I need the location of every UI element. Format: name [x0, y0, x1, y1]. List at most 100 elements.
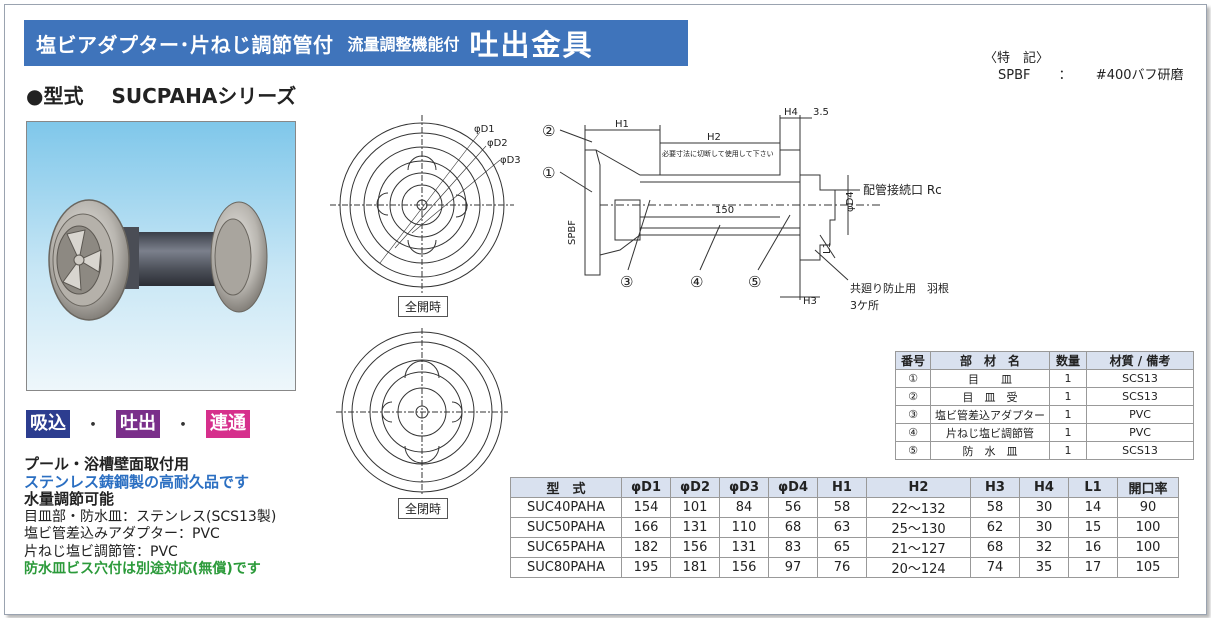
parts-cell: PVC — [1086, 405, 1194, 424]
spec-cell: 166 — [621, 517, 671, 538]
label-anti-rotate-1: 共廻り防止用 羽根 — [850, 281, 949, 295]
parts-cell: 1 — [1049, 423, 1087, 442]
label-h3: H3 — [803, 296, 817, 307]
notes-heading: 〈特 記〉 — [984, 51, 1050, 66]
label-h1: H1 — [615, 119, 629, 130]
label-35: 3.5 — [813, 107, 829, 118]
spec-cell: 21～127 — [866, 537, 971, 558]
title-subtitle: 塩ビアダプター･片ねじ調節管付 — [36, 32, 334, 57]
model-bullet: ●型式 — [26, 84, 84, 108]
spec-cell: 30 — [1019, 497, 1069, 518]
spec-cell: SUC40PAHA — [510, 497, 622, 518]
callout-5: ⑤ — [748, 273, 761, 291]
spec-cell: 30 — [1019, 517, 1069, 538]
table-row: ④ 片ねじ塩ビ調節管 1 PVC — [895, 423, 1194, 442]
callout-1: ① — [542, 164, 555, 182]
spec-col-l1: L1 — [1068, 477, 1118, 498]
table-row: ② 目 皿 受 1 SCS13 — [895, 387, 1194, 406]
desc-line-3: 水量調節可能 — [24, 490, 115, 508]
parts-col-qty: 数量 — [1049, 351, 1087, 370]
product-description: プール・浴槽壁面取付用 ステンレス鋳鋼製の高耐久品です 水量調節可能 目皿部・防… — [24, 455, 277, 579]
parts-cell: PVC — [1086, 423, 1194, 442]
spec-cell: 56 — [768, 497, 818, 518]
parts-cell: 1 — [1049, 441, 1087, 460]
spec-cell: 68 — [768, 517, 818, 538]
usage-tags: 吸込 ・ 吐出 ・ 連通 — [26, 410, 250, 438]
special-notes: 〈特 記〉 SPBF ： #400バフ研磨 — [984, 50, 1184, 84]
spec-cell: 100 — [1117, 517, 1179, 538]
desc-line-5: 塩ビ管差込みアダプター：PVC — [24, 526, 220, 542]
notes-code: SPBF — [998, 68, 1031, 83]
desc-line-1: プール・浴槽壁面取付用 — [24, 455, 190, 473]
label-anti-rotate-2: 3ケ所 — [850, 299, 879, 312]
section-view — [559, 115, 880, 300]
spec-cell: 68 — [970, 537, 1020, 558]
parts-col-no: 番号 — [895, 351, 931, 370]
spec-cell: 154 — [621, 497, 671, 518]
parts-cell: ⑤ — [895, 441, 931, 460]
spec-cell: 182 — [621, 537, 671, 558]
spec-cell: 58 — [970, 497, 1020, 518]
caption-full-closed: 全閉時 — [398, 498, 449, 519]
parts-cell: 目 皿 — [930, 369, 1050, 388]
label-cut-note: 必要寸法に切断して使用して下さい — [662, 149, 774, 158]
product-illustration — [27, 122, 295, 390]
table-row: SUC65PAHA 182 156 131 83 65 21～127 68 32… — [510, 537, 1179, 558]
spec-cell: 17 — [1068, 557, 1118, 578]
parts-cell: 1 — [1049, 369, 1087, 388]
desc-line-7: 防水皿ビス穴付は別途対応(無償)です — [24, 561, 261, 577]
label-150: 150 — [715, 205, 734, 216]
spec-cell: 25～130 — [866, 517, 971, 538]
parts-col-name: 部 材 名 — [930, 351, 1050, 370]
table-row: ① 目 皿 1 SCS13 — [895, 369, 1194, 388]
callout-4: ④ — [690, 273, 703, 291]
parts-col-material: 材質 / 備考 — [1086, 351, 1194, 370]
parts-cell: SCS13 — [1086, 441, 1194, 460]
product-photo — [26, 121, 296, 391]
spec-cell: 83 — [768, 537, 818, 558]
spec-col-opening: 開口率 — [1117, 477, 1179, 498]
label-l1: L1 — [822, 242, 833, 254]
spec-cell: 101 — [670, 497, 720, 518]
spec-cell: 110 — [719, 517, 769, 538]
front-view-closed — [336, 328, 508, 496]
spec-col-d2: φD2 — [670, 477, 720, 498]
parts-cell: 1 — [1049, 387, 1087, 406]
tag-connect: 連通 — [206, 410, 250, 438]
table-row: ③ 塩ビ管差込アダプター 1 PVC — [895, 405, 1194, 424]
desc-line-6: 片ねじ塩ビ調節管：PVC — [24, 543, 178, 560]
parts-cell: ③ — [895, 405, 931, 424]
spec-cell: 22～132 — [866, 497, 971, 518]
label-d1: φD1 — [474, 124, 495, 135]
table-row: ⑤ 防 水 皿 1 SCS13 — [895, 441, 1194, 460]
spec-cell: 35 — [1019, 557, 1069, 578]
spec-col-d1: φD1 — [621, 477, 671, 498]
table-row: SUC40PAHA 154 101 84 56 58 22～132 58 30 … — [510, 497, 1179, 518]
spec-cell: 74 — [970, 557, 1020, 578]
spec-cell: 32 — [1019, 537, 1069, 558]
label-pipe-conn: 配管接続口 Rc — [863, 182, 942, 197]
callout-3: ③ — [620, 273, 633, 291]
spec-cell: 131 — [670, 517, 720, 538]
spec-cell: SUC50PAHA — [510, 517, 622, 538]
spec-cell: 20～124 — [866, 557, 971, 578]
tag-suction: 吸込 — [26, 410, 70, 438]
spec-cell: 14 — [1068, 497, 1118, 518]
parts-cell: 防 水 皿 — [930, 441, 1050, 460]
spec-col-h4: H4 — [1019, 477, 1069, 498]
spec-cell: SUC65PAHA — [510, 537, 622, 558]
label-d2: φD2 — [487, 138, 508, 149]
spec-col-h1: H1 — [817, 477, 867, 498]
spec-cell: 100 — [1117, 537, 1179, 558]
label-h4: H4 — [784, 107, 798, 118]
tag-discharge: 吐出 — [116, 410, 160, 438]
parts-cell: SCS13 — [1086, 387, 1194, 406]
spec-cell: 63 — [817, 517, 867, 538]
spec-col-h3: H3 — [970, 477, 1020, 498]
desc-line-4: 目皿部・防水皿：ステンレス(SCS13製) — [24, 508, 277, 525]
spec-col-d4: φD4 — [768, 477, 818, 498]
caption-full-open: 全開時 — [398, 296, 449, 317]
title-feature: 流量調整機能付 — [347, 35, 460, 54]
